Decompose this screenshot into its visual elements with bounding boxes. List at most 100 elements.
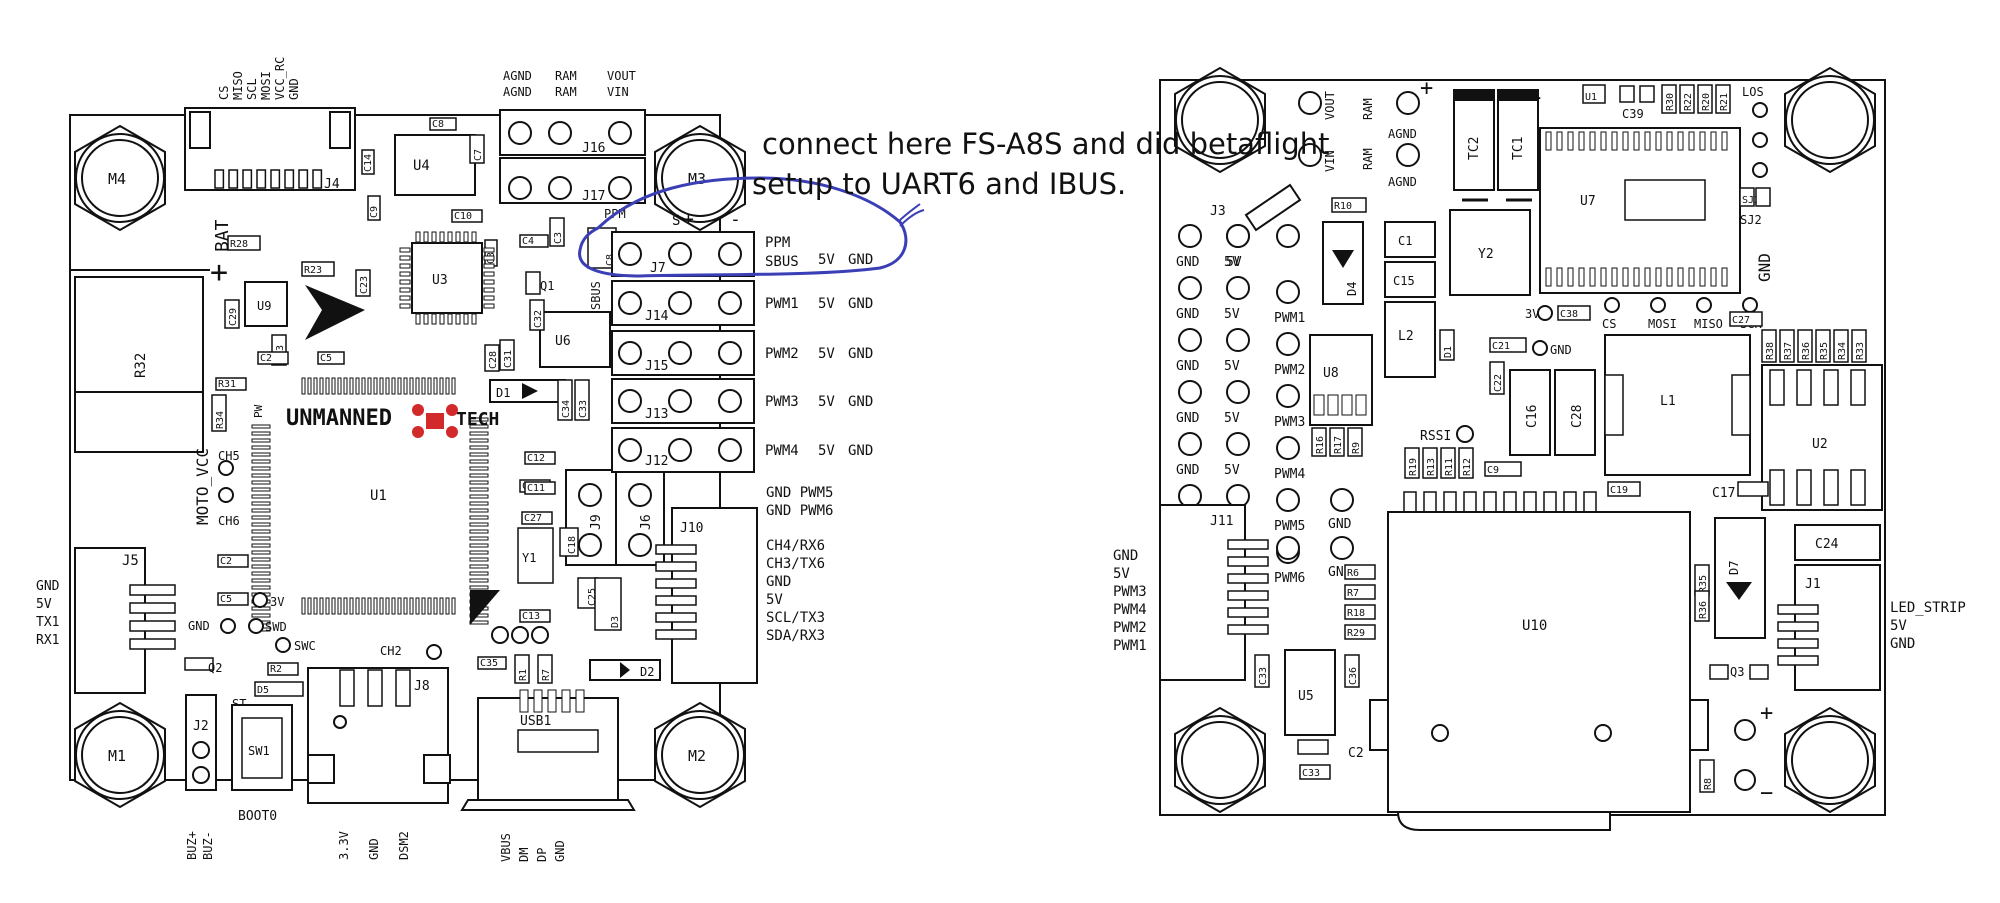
- pad-label: PWM1: [1274, 311, 1305, 326]
- j11-label: PWM2: [1113, 620, 1147, 636]
- row-gnd-label: GND: [848, 443, 873, 459]
- chip-u4: [394, 134, 476, 196]
- mcu-pin: [397, 377, 402, 395]
- chip-pin: [483, 263, 495, 269]
- rotated-part: [1244, 183, 1302, 232]
- mcu-pin: [373, 377, 378, 395]
- part-ref: R35: [1819, 342, 1830, 360]
- chip-pin: [1677, 131, 1684, 151]
- chip-u9: [244, 281, 288, 327]
- part-ref: J3: [1210, 204, 1226, 219]
- mcu-pin: [325, 597, 330, 615]
- part-ref: R6: [1347, 568, 1359, 579]
- smd-part: [1851, 329, 1867, 363]
- chip-pin: [1666, 131, 1673, 151]
- top-pin-label: VIN: [607, 85, 629, 99]
- pad: [1178, 328, 1202, 352]
- polarity-mark: +: [1760, 701, 1773, 726]
- mcu-pin: [251, 578, 271, 583]
- chip-pin: [1589, 267, 1596, 287]
- chip-pin: [1688, 131, 1695, 151]
- part-ref: U1: [1585, 92, 1597, 103]
- part-ref: C11: [527, 483, 545, 494]
- pin: [1503, 491, 1517, 515]
- smd-part: [537, 654, 553, 684]
- pwm56-label: GND PWM5: [766, 485, 833, 501]
- j4-pin-label: VCC_RC: [273, 57, 287, 100]
- mcu-pin: [445, 597, 450, 615]
- chip-pin: [1545, 131, 1552, 151]
- header-pad: [628, 533, 652, 557]
- header-pad: [618, 291, 642, 315]
- part-ref: R22: [1683, 93, 1694, 111]
- right-board: VOUTVINRAMRAMAGNDAGND++TC2TC1U7U1C39R30R…: [1113, 66, 1966, 831]
- part-ref: R19: [1408, 458, 1419, 476]
- pin: [1403, 491, 1417, 515]
- part-ref: R34: [215, 411, 226, 429]
- test-pad: [1532, 340, 1548, 356]
- chip-u3: [411, 242, 483, 314]
- chip-pin: [399, 271, 411, 277]
- smd-part: [184, 657, 214, 671]
- part-ref: C19: [1610, 485, 1628, 496]
- part-ref: R12: [1462, 458, 1473, 476]
- cap-c28: [1554, 369, 1596, 456]
- inductor-pad: [1604, 374, 1624, 436]
- row-5v-label: 5V: [818, 252, 835, 268]
- chip-window: [1624, 179, 1706, 221]
- header-pad: [618, 389, 642, 413]
- mcu-pin: [251, 508, 271, 513]
- pin1-mark: [470, 590, 500, 625]
- j4-pin: [256, 169, 267, 189]
- pad: [1276, 488, 1300, 512]
- smd-part: [211, 394, 227, 432]
- row-gnd-label: GND: [848, 252, 873, 268]
- j10-pin: [655, 629, 697, 640]
- smd-part: [1749, 664, 1769, 680]
- pin: [1443, 491, 1457, 515]
- mcu-pin: [251, 494, 271, 499]
- part-ref: L1: [1660, 394, 1676, 409]
- chip-pin: [399, 263, 411, 269]
- mcu-pin: [469, 515, 489, 520]
- pwm56-label: GND PWM6: [766, 503, 833, 519]
- j8-label: GND: [367, 838, 381, 860]
- pad: [1734, 719, 1756, 741]
- mcu-pin: [469, 557, 489, 562]
- header-pad: [718, 341, 742, 365]
- j10-pin: [655, 612, 697, 623]
- part-ref: C18: [567, 536, 578, 554]
- j4-pin-label: MOSI: [259, 71, 273, 100]
- row-signal-label: PWM1: [765, 296, 799, 312]
- part-ref: R32: [133, 353, 149, 378]
- row-gnd-label: GND: [848, 296, 873, 312]
- chip-pin: [1578, 267, 1585, 287]
- rotor: [446, 426, 458, 438]
- sbus-label: SBUS: [765, 254, 799, 270]
- j5-label: TX1: [36, 615, 59, 630]
- connector-tab: [423, 754, 451, 784]
- inductor-l1: [1604, 334, 1751, 476]
- part-ref: U3: [432, 273, 448, 288]
- mcu-pin: [469, 459, 489, 464]
- boot-label: BOOT0: [238, 809, 277, 824]
- mcu-pin: [251, 452, 271, 457]
- chip-pin: [399, 303, 411, 309]
- j11-label: 5V: [1113, 566, 1130, 582]
- silk-label: 3V: [270, 595, 284, 609]
- smd-part: [484, 344, 500, 372]
- part-ref: C28: [1570, 405, 1585, 428]
- smd-part: [594, 577, 622, 631]
- connector-tab: [189, 111, 211, 149]
- pad-label: GND: [1176, 307, 1200, 322]
- part-ref: U6: [555, 334, 571, 349]
- cap-c1: [1384, 221, 1436, 258]
- drone-logo-icon: [412, 404, 458, 438]
- test-pad: [491, 626, 509, 644]
- pad: [1276, 536, 1300, 560]
- pad: [1226, 328, 1250, 352]
- silk-label: 3V: [1525, 307, 1539, 321]
- part-ref: R28: [230, 239, 248, 250]
- j1-pin: [1777, 621, 1819, 632]
- pad-label: PWM2: [1274, 363, 1305, 378]
